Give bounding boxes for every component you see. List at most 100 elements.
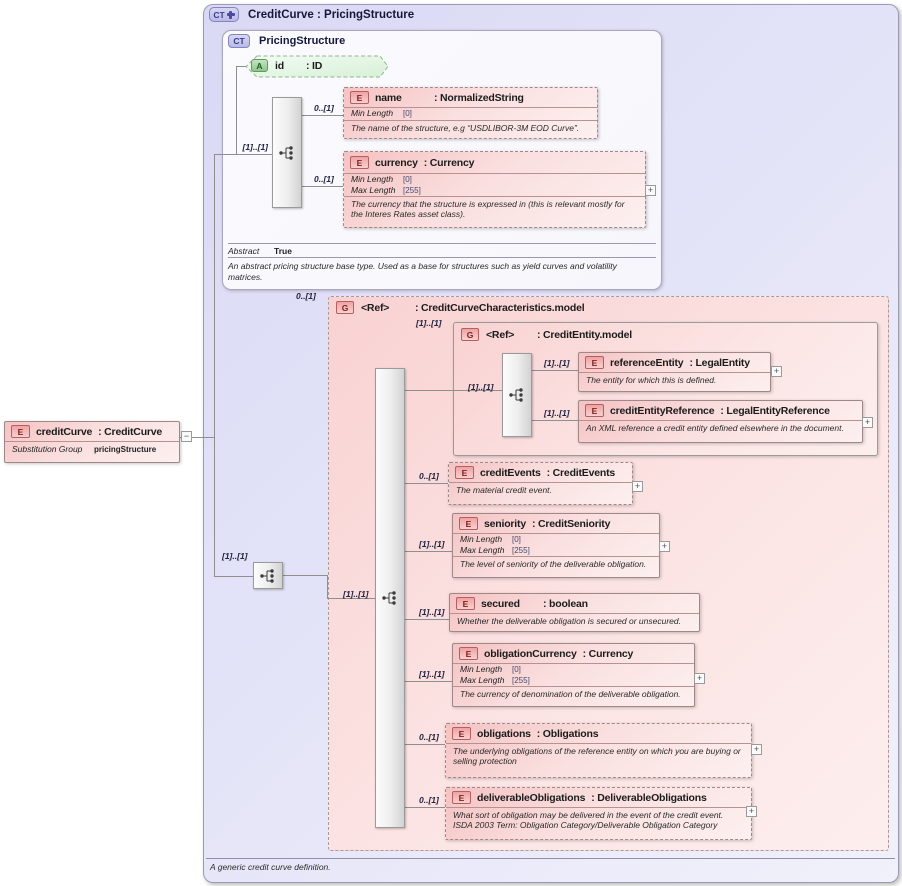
- element-currency-box[interactable]: E currency : Currency Min Length[0] Max …: [343, 151, 646, 228]
- group-type-label: : CreditEntity.model: [537, 328, 632, 341]
- divider: [453, 533, 659, 534]
- line: [302, 186, 343, 187]
- base-title-row: CT PricingStructure: [228, 34, 345, 48]
- element-badge: E: [585, 356, 604, 369]
- choice-connector[interactable]: [502, 353, 532, 437]
- line: [180, 437, 214, 438]
- facet-value: [0]: [403, 175, 412, 184]
- element-doc: The material credit event.: [456, 485, 552, 495]
- divider: [449, 482, 632, 483]
- element-badge: E: [456, 597, 475, 610]
- cardinality-label: [1]..[1]: [416, 318, 442, 328]
- element-name: creditCurve: [36, 425, 93, 438]
- facet-label: Min Length: [351, 108, 394, 118]
- substitution-group-label: Substitution Group: [12, 444, 83, 454]
- element-doc: An XML reference a credit entity defined…: [586, 423, 844, 433]
- line: [327, 598, 375, 599]
- line: [405, 681, 452, 682]
- element-creditentityreference-box[interactable]: E creditEntityReference : LegalEntityRef…: [578, 400, 863, 443]
- cardinality-label: 0..[1]: [419, 732, 439, 742]
- element-obligationcurrency-box[interactable]: E obligationCurrency : Currency Min Leng…: [452, 643, 695, 707]
- element-name: obligations: [477, 727, 531, 740]
- attribute-hexagon: [245, 55, 389, 78]
- complextype-extension-badge: CT: [209, 7, 239, 22]
- element-secured-box[interactable]: E secured : boolean Whether the delivera…: [449, 593, 700, 632]
- element-creditevents-box[interactable]: E creditEvents : CreditEvents The materi…: [448, 462, 633, 505]
- element-name: name: [375, 91, 402, 104]
- expand-button[interactable]: +: [694, 673, 705, 684]
- complextype-badge: CT: [228, 34, 250, 48]
- element-doc: The level of seniority of the deliverabl…: [460, 559, 647, 569]
- line: [532, 370, 578, 371]
- element-name: seniority: [484, 517, 526, 530]
- line: [283, 575, 328, 576]
- cardinality-label: 0..[1]: [419, 795, 439, 805]
- element-badge: E: [452, 791, 471, 804]
- cardinality-label: [1]..[1]: [544, 408, 570, 418]
- divider: [446, 807, 751, 808]
- facet-value: [255]: [512, 675, 530, 685]
- element-name: creditEntityReference: [610, 404, 715, 417]
- expand-button[interactable]: +: [632, 481, 643, 492]
- element-name: secured: [481, 597, 520, 610]
- line: [214, 154, 215, 577]
- group-type-label: : CreditCurveCharacteristics.model: [415, 301, 585, 314]
- expand-button[interactable]: +: [862, 417, 873, 428]
- root-doc: A generic credit curve definition.: [210, 862, 331, 872]
- facet-label: Min Length: [351, 174, 394, 184]
- element-badge: E: [350, 156, 369, 169]
- element-type: : LegalEntity: [689, 356, 750, 369]
- sequence-connector[interactable]: [272, 97, 302, 208]
- abstract-value: True: [274, 246, 292, 256]
- line: [327, 575, 328, 598]
- element-creditcurve[interactable]: E creditCurve : CreditCurve Substitution…: [4, 421, 180, 463]
- facet-label: Min Length: [460, 534, 503, 544]
- facet-label: Max Length: [460, 674, 505, 685]
- line: [214, 154, 272, 155]
- group-entity-header: G <Ref> : CreditEntity.model: [461, 328, 632, 341]
- expand-button[interactable]: +: [746, 806, 757, 817]
- facet-value: [0]: [512, 665, 521, 674]
- cardinality-label: [1]..[1]: [222, 551, 248, 561]
- element-doc: The entity for which this is defined.: [586, 375, 717, 385]
- element-doc: The currency that the structure is expre…: [351, 199, 625, 219]
- expand-button[interactable]: +: [771, 366, 782, 377]
- element-obligations-box[interactable]: E obligations : Obligations The underlyi…: [445, 723, 752, 778]
- expand-button[interactable]: +: [659, 541, 670, 552]
- facet-label: Min Length: [460, 664, 503, 674]
- element-name-box[interactable]: E name : NormalizedString Min Length[0] …: [343, 87, 598, 139]
- facet-value: [255]: [403, 185, 421, 195]
- sequence-icon: [279, 145, 293, 160]
- divider: [579, 420, 862, 421]
- element-seniority-box[interactable]: E seniority : CreditSeniority Min Length…: [452, 513, 660, 578]
- substitution-group-value: pricingStructure: [94, 445, 157, 454]
- cardinality-label: [1]..[1]: [544, 358, 570, 368]
- element-type: : CreditCurve: [98, 425, 163, 438]
- element-referenceentity-box[interactable]: E referenceEntity : LegalEntity The enti…: [578, 352, 771, 392]
- facet-value: [255]: [512, 545, 530, 555]
- element-type: : Currency: [582, 647, 634, 660]
- element-name: deliverableObligations: [477, 791, 586, 804]
- extension-plus-icon: [226, 10, 235, 19]
- element-type: : Currency: [423, 156, 475, 169]
- line: [405, 807, 445, 808]
- element-doc: What sort of obligation may be delivered…: [453, 810, 724, 830]
- collapse-toggle[interactable]: −: [181, 431, 192, 442]
- line: [302, 115, 343, 116]
- element-deliverableobligations-box[interactable]: E deliverableObligations : DeliverableOb…: [445, 787, 752, 840]
- element-name: referenceEntity: [610, 356, 684, 369]
- facet-value: [0]: [403, 109, 412, 118]
- sequence-connector[interactable]: [375, 368, 405, 828]
- sequence-connector[interactable]: [253, 562, 283, 589]
- attribute-id[interactable]: A id : ID: [245, 55, 389, 78]
- expand-button[interactable]: +: [751, 744, 762, 755]
- line: [405, 744, 445, 745]
- expand-button[interactable]: +: [645, 185, 656, 196]
- divider: [453, 663, 694, 664]
- sequence-icon: [382, 591, 396, 605]
- group-characteristics-header: G <Ref> : CreditCurveCharacteristics.mod…: [336, 301, 585, 314]
- element-name: obligationCurrency: [484, 647, 577, 660]
- element-name: creditEvents: [480, 466, 541, 479]
- element-badge: E: [455, 466, 474, 479]
